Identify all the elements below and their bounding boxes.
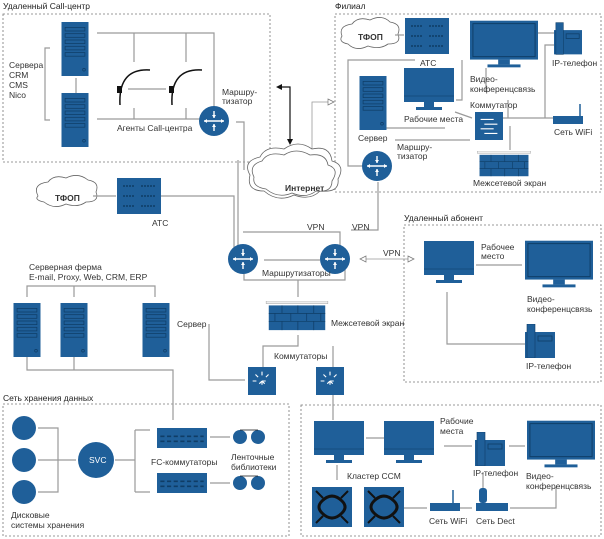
call-center-box — [2, 13, 271, 163]
remote-video-label: Видео- конференцсвязь — [527, 294, 593, 314]
remote-user-title: Удаленный абонент — [404, 213, 483, 223]
core-links — [93, 160, 379, 420]
agents-label: Агенты Call-центра — [117, 123, 193, 133]
dect-base-icon — [476, 488, 508, 511]
tape-library-2 — [233, 475, 265, 490]
remote-video-monitor — [525, 240, 593, 288]
branch-wifi-icon — [553, 104, 583, 124]
remote-workstation-label: Рабочее место — [481, 242, 517, 261]
office-workstation-2 — [384, 420, 434, 464]
office-wifi-icon — [430, 490, 460, 511]
office-wifi-label: Сеть WiFi — [429, 516, 467, 526]
branch-switch — [474, 112, 504, 140]
storage-links — [38, 427, 230, 493]
remote-links — [446, 264, 525, 345]
core-routers-label: Маршрутизаторы — [262, 268, 331, 278]
branch-router-label: Маршру- тизатор — [397, 142, 435, 161]
call-center-router-label: Маршру- тизатор — [222, 87, 260, 106]
branch-ip-phone-label: IP-телефон — [552, 58, 598, 68]
branch-links — [347, 32, 555, 167]
branch-server — [359, 76, 387, 130]
core-pstn-cloud — [35, 175, 98, 207]
branch-workstations-label: Рабочие места — [404, 114, 463, 124]
ccm-node-2 — [364, 485, 404, 529]
headset-icon — [169, 69, 203, 106]
office-box — [300, 404, 602, 537]
branch-pbx-label: АТС — [420, 58, 436, 68]
disk-systems-label: Дисковые системы хранения — [11, 510, 85, 530]
core-server-label: Сервер — [177, 319, 207, 329]
headset-icon — [117, 69, 151, 106]
vpn-label-2: VPN — [352, 222, 369, 232]
arrowheads-outline — [359, 255, 415, 263]
ccm-cluster-label: Кластер CCM — [347, 471, 401, 481]
call-center-title: Удаленный Call-центр — [3, 1, 90, 11]
svc-node — [78, 442, 114, 478]
internet-label: Интернет — [285, 183, 324, 193]
office-dect-label: Сеть Dect — [476, 516, 515, 526]
branch-switch-label: Коммутатор — [470, 100, 518, 110]
office-ip-phone — [475, 432, 505, 466]
core-firewall — [265, 301, 329, 331]
core-pbx-label: АТС — [152, 218, 168, 228]
branch-router — [362, 151, 392, 181]
servers-label: Сервера CRM CMS Nico — [9, 60, 46, 100]
branch-server-label: Сервер — [358, 133, 388, 143]
core-switches-label: Коммутаторы — [274, 351, 327, 361]
office-workstations-label: Рабочие места — [440, 416, 476, 436]
remote-ip-phone-label: IP-телефон — [526, 361, 572, 371]
office-video-monitor — [527, 420, 595, 468]
call-center-arrow — [278, 86, 291, 140]
tape-libraries-label: Ленточные библиотеки — [231, 452, 277, 472]
storage-title: Сеть хранения данных — [3, 393, 94, 403]
remote-workstation — [424, 240, 474, 284]
farm-server-1 — [13, 303, 41, 357]
branch-pstn-label: ТФОП — [358, 32, 383, 42]
core-pbx — [117, 178, 161, 214]
core-switch-1 — [248, 367, 276, 395]
office-workstation-1 — [314, 420, 364, 464]
branch-firewall — [476, 151, 532, 177]
core-router-1 — [228, 244, 258, 274]
farm-server-2 — [60, 303, 88, 357]
internet-cloud-inner — [251, 150, 336, 196]
branch-title: Филиал — [335, 1, 366, 11]
branch-wifi-label: Сеть WiFi — [554, 127, 592, 137]
core-firewall-label: Межсетевой экран — [331, 318, 404, 328]
branch-video-monitor — [470, 20, 538, 68]
crm-server-2 — [61, 93, 89, 147]
branch-arrow — [311, 101, 332, 155]
office-ip-phone-label: IP-телефон — [473, 468, 519, 478]
svc-label: SVC — [89, 455, 106, 465]
branch-ip-phone — [554, 22, 582, 55]
core-switch-2 — [316, 367, 344, 395]
disk-storage-2 — [12, 448, 36, 472]
vpn-label-1: VPN — [307, 222, 324, 232]
office-video-label: Видео- конференцсвязь — [526, 471, 592, 491]
storage-box — [2, 403, 290, 537]
disk-storage-1 — [12, 416, 36, 440]
branch-video-label: Видео- конференцсвязь — [470, 74, 536, 94]
call-center-router — [199, 106, 229, 136]
ccm-node-1 — [312, 485, 352, 529]
branch-pbx — [405, 18, 449, 54]
remote-user-box — [403, 224, 602, 383]
branch-box — [334, 13, 602, 193]
branch-pstn-cloud — [340, 17, 400, 49]
core-pstn-label: ТФОП — [55, 193, 80, 203]
remote-ip-phone — [525, 324, 555, 358]
vpn-label-3: VPN — [383, 248, 400, 258]
server-farm-title: Серверная ферма E-mail, Proxy, Web, CRM,… — [29, 262, 148, 282]
branch-workstation — [404, 67, 454, 111]
tape-library-1 — [233, 429, 265, 444]
fc-switch-1 — [156, 428, 208, 448]
fc-switch-2 — [156, 473, 208, 493]
server-farm-links — [26, 285, 174, 420]
crm-server-1 — [61, 22, 89, 76]
disk-storage-3 — [12, 480, 36, 504]
branch-firewall-label: Межсетевой экран — [473, 178, 546, 188]
fc-switches-label: FC-коммутаторы — [151, 457, 217, 467]
farm-server-3 — [142, 303, 170, 357]
